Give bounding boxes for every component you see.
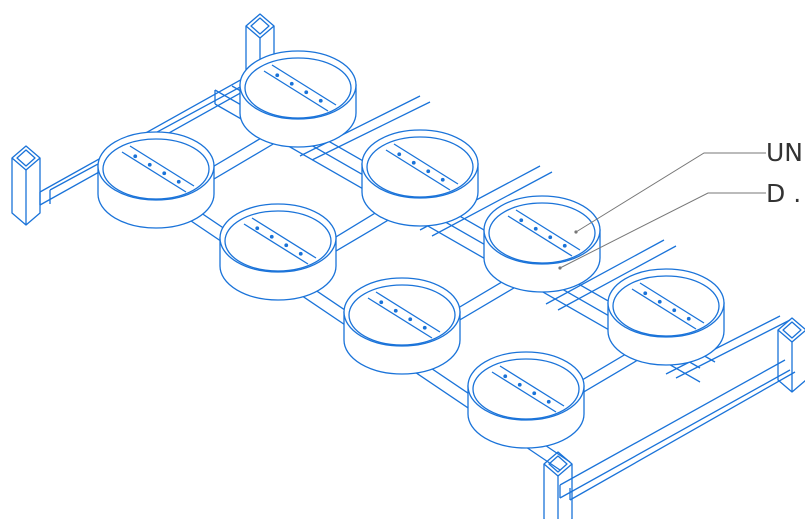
bowl-4 (219, 203, 337, 301)
bowl-inner-rim (102, 138, 210, 200)
bowl-rim (467, 351, 585, 421)
bowl-3 (361, 129, 479, 227)
post-top (777, 317, 805, 343)
bowl-inner-rim (366, 136, 474, 198)
bowl-inner-rim (612, 275, 720, 337)
leader-lines (558, 152, 766, 270)
bowl-hole (255, 226, 260, 231)
bowl-inner-rim (488, 202, 596, 264)
bowl-hole (176, 179, 181, 184)
frame-member-12 (545, 239, 677, 311)
bowl-rim (483, 195, 601, 265)
bowl-inner-rim (348, 284, 456, 346)
bowl-hole (519, 218, 524, 223)
bowl-hole (686, 316, 691, 321)
bowl-rim (343, 277, 461, 347)
bowl-hole (562, 243, 567, 248)
bowl-inner-rim (244, 57, 352, 119)
bowl-hole (298, 251, 303, 256)
bowl-hole (289, 81, 294, 86)
corner-post-3 (777, 317, 805, 393)
bowl-center-strip (491, 365, 565, 413)
bowl-1 (239, 50, 357, 148)
bowl-hole (643, 291, 648, 296)
bowl-8 (467, 351, 585, 449)
bowl-hole (440, 177, 445, 182)
corner-post-4 (543, 451, 573, 519)
post-opening (548, 455, 568, 473)
callout-label-1: UN (766, 138, 803, 167)
bowls (97, 50, 725, 449)
bowl-center-strip (243, 217, 317, 265)
leader-end-2 (558, 266, 562, 270)
bowl-hole (411, 160, 416, 165)
bowl-rim (239, 50, 357, 120)
bowl-hole (147, 162, 152, 167)
post-opening (782, 321, 802, 339)
post-sides (543, 464, 573, 519)
callout-label-2: D . (766, 179, 802, 208)
leader-line-2 (559, 192, 766, 269)
bowl-hole (532, 391, 537, 396)
bowl-hole (548, 235, 553, 240)
bowl-center-strip (507, 209, 581, 257)
bowl-hole (533, 226, 538, 231)
bowl-hole (503, 374, 508, 379)
bowl-5 (483, 195, 601, 293)
bowl-hole (133, 154, 138, 159)
bowl-center-strip (631, 282, 705, 330)
bowl-hole (304, 90, 309, 95)
bowl-hole (517, 382, 522, 387)
bowl-hole (269, 234, 274, 239)
bowl-hole (672, 308, 677, 313)
bowl-hole (393, 308, 398, 313)
bowl-rim (219, 203, 337, 273)
corner-posts (11, 13, 805, 519)
bowl-2 (97, 131, 215, 229)
bowl-hole (162, 171, 167, 176)
post-opening (16, 149, 36, 167)
bowl-hole (422, 325, 427, 330)
bowl-center-strip (121, 145, 195, 193)
bowl-center-strip (385, 143, 459, 191)
bowl-hole (408, 317, 413, 322)
bowl-hole (426, 169, 431, 174)
bowl-hole (546, 399, 551, 404)
bowl-hole (275, 73, 280, 78)
frame-member-2 (559, 359, 796, 501)
bowl-rim (607, 268, 725, 338)
post-opening (250, 17, 270, 35)
bowl-6 (343, 277, 461, 375)
post-sides (777, 330, 805, 393)
post-sides (11, 158, 41, 226)
bowl-hole (657, 299, 662, 304)
frame-member-13 (665, 315, 791, 379)
bowl-center-strip (367, 291, 441, 339)
corner-post-2 (11, 145, 41, 226)
bowl-rim (97, 131, 215, 201)
frame-member-10 (299, 95, 431, 161)
bowl-hole (379, 300, 384, 305)
bowl-hole (397, 152, 402, 157)
bowl-7 (607, 268, 725, 366)
bowl-center-strip (263, 64, 337, 112)
bowl-rim (361, 129, 479, 199)
bowl-inner-rim (472, 358, 580, 420)
leader-line-1 (575, 152, 766, 233)
leader-end-1 (574, 230, 578, 234)
bowl-hole (284, 243, 289, 248)
bowl-hole (318, 98, 323, 103)
bowl-inner-rim (224, 210, 332, 272)
